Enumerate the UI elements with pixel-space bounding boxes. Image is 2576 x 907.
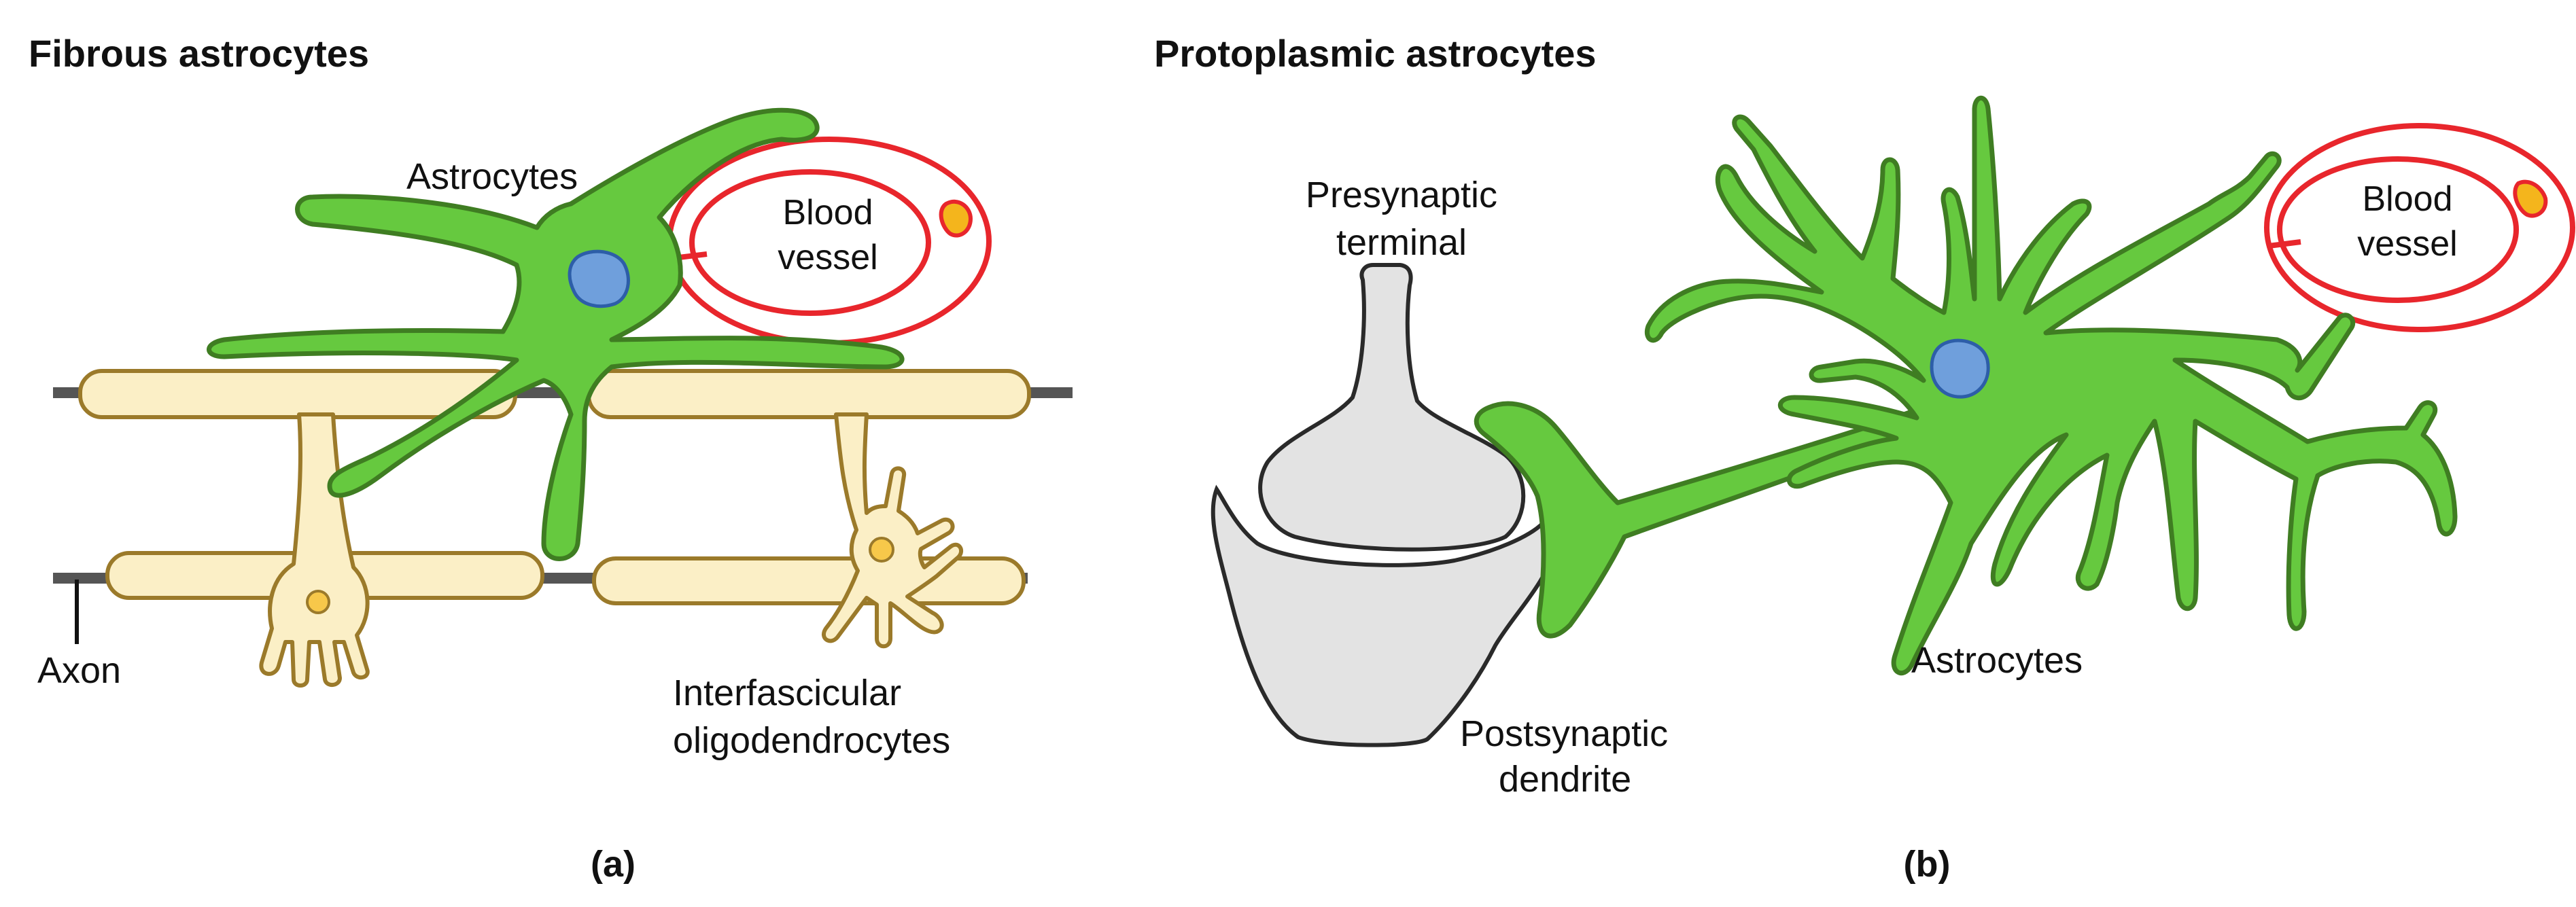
presynaptic-label-line2: terminal <box>1336 222 1467 263</box>
panel-a-title: Fibrous astrocytes <box>29 32 369 75</box>
panel-b-title: Protoplasmic astrocytes <box>1154 32 1596 75</box>
blood-cell-b <box>2513 179 2548 218</box>
axon-label: Axon <box>37 650 121 691</box>
blood-vessel-label-a-line2: vessel <box>778 238 877 277</box>
oligodendrocytes-label-line1: Interfascicular <box>673 673 901 713</box>
oligodendrocyte-left-nucleus <box>306 590 330 614</box>
blood-vessel-b-inner-wall <box>2277 156 2519 303</box>
postsynaptic-label-line1: Postsynaptic <box>1460 713 1668 754</box>
blood-cell-a <box>939 199 973 238</box>
blood-vessel-b <box>2264 123 2575 332</box>
oligodendrocyte-right <box>822 412 964 649</box>
presynaptic-label-line1: Presynaptic <box>1306 175 1497 215</box>
fibrous-astrocyte-nucleus <box>568 249 630 308</box>
blood-vessel-a-inner-wall <box>689 169 931 316</box>
oligodendrocyte-left <box>259 412 370 688</box>
protoplasmic-astrocyte <box>1474 95 2458 676</box>
oligodendrocyte-right-nucleus <box>869 537 894 563</box>
postsynaptic-label-line2: dendrite <box>1499 759 1631 800</box>
panel-a: Fibrous astrocytes <box>29 32 1073 885</box>
presynaptic-terminal <box>1258 263 1526 552</box>
blood-vessel-b-outer-wall <box>2264 123 2575 332</box>
panel-b: Protoplasmic astrocytes Presynaptic term… <box>1154 32 2575 885</box>
astrocytes-label-b: Astrocytes <box>1911 640 2083 681</box>
myelin-sheath-lower-right <box>592 556 1026 605</box>
blood-vessel-label-b-line2: vessel <box>2357 224 2457 264</box>
protoplasmic-astrocyte-nucleus <box>1930 338 1990 399</box>
blood-vessel-label-a-line1: Blood <box>783 193 873 232</box>
postsynaptic-dendrite <box>1211 484 1560 747</box>
fibrous-astrocyte <box>207 107 905 561</box>
panel-b-caption: (b) <box>1904 844 1951 885</box>
oligodendrocytes-label-line2: oligodendrocytes <box>673 720 950 761</box>
astrocytes-label-a: Astrocytes <box>406 156 578 197</box>
blood-vessel-label-b-line1: Blood <box>2363 179 2453 219</box>
panel-a-caption: (a) <box>591 844 636 885</box>
myelin-sheath-upper-right <box>587 369 1031 419</box>
blood-vessel-b-wall-line <box>2268 239 2301 249</box>
